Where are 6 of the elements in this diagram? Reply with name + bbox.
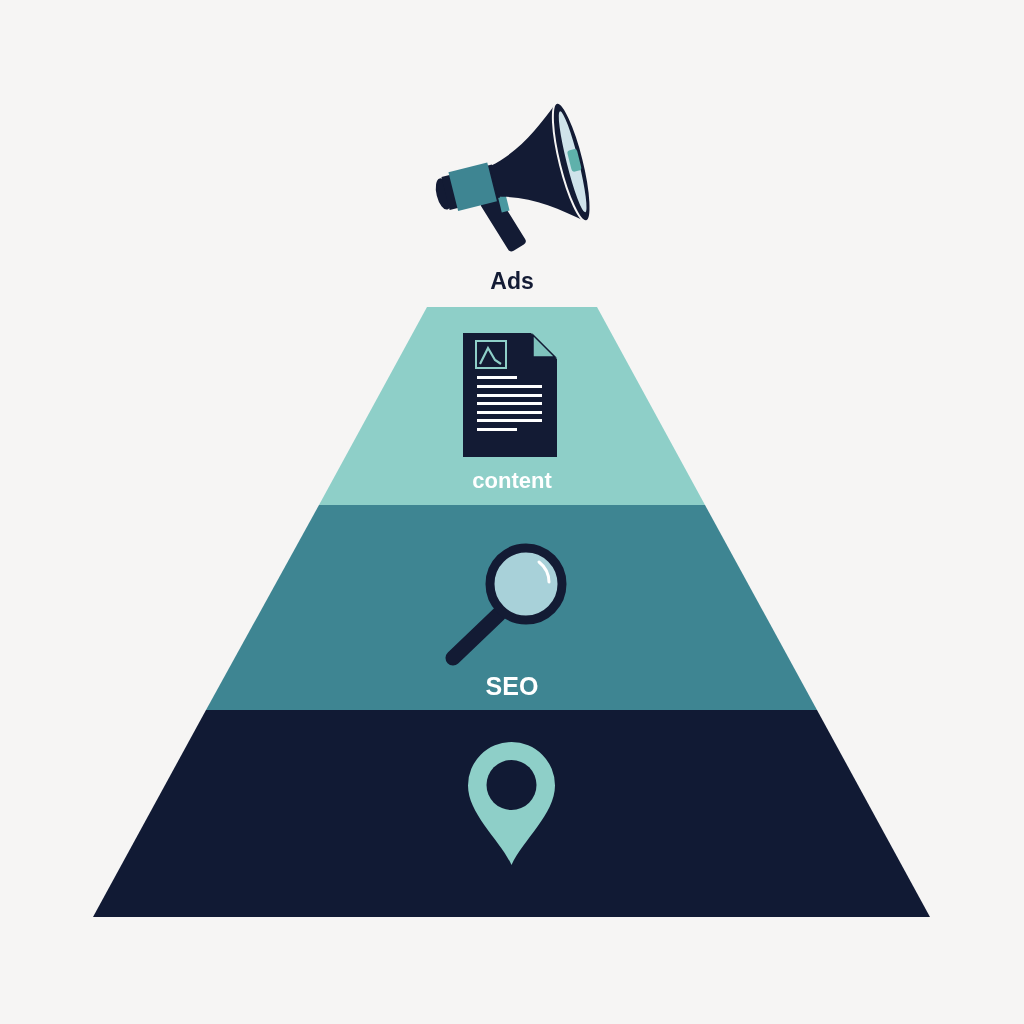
tier-label: content: [472, 470, 552, 492]
pyramid-tier: [206, 505, 817, 710]
pyramid-tier: [93, 710, 930, 917]
tier-label: SEO: [485, 673, 539, 699]
tier-label: Ads: [490, 269, 534, 293]
pyramid-tier: [319, 307, 705, 505]
